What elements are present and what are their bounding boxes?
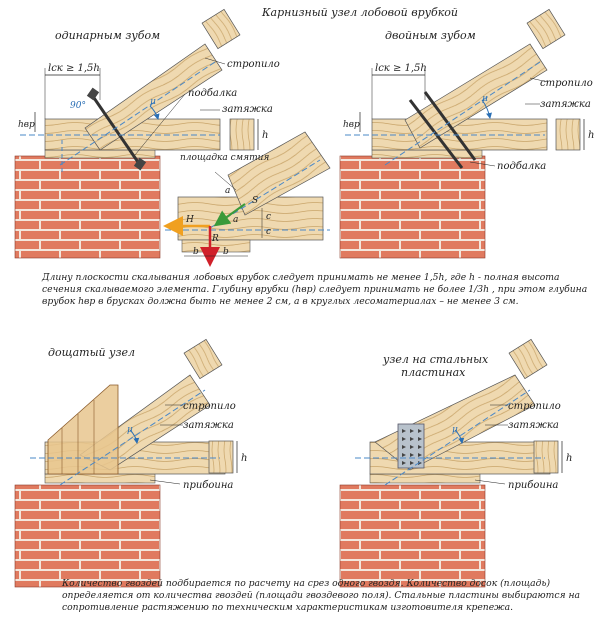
- steel-h-label: h: [566, 453, 572, 464]
- single-hvr-label: hвр: [18, 120, 35, 130]
- force-S-arrow: [213, 203, 246, 227]
- double-subbeam-label: подбалка: [497, 161, 546, 172]
- bolt-nut-bottom: [133, 157, 147, 171]
- detail-c2: c: [266, 227, 271, 237]
- double-hvr-label: hвр: [343, 120, 360, 130]
- double-rafter-label: стропило: [540, 78, 593, 89]
- bolt: [90, 94, 142, 166]
- panel-steel: узел на стальных пластинах μ h стропило …: [339, 338, 572, 588]
- brick-wall: [339, 155, 486, 259]
- single-mu-label: μ: [150, 97, 156, 107]
- rafter-section: [201, 8, 241, 50]
- steel-title-1: узел на стальных: [382, 353, 489, 366]
- detail-S: S: [252, 196, 258, 206]
- plate-teeth: [402, 429, 422, 465]
- steel-pad-label: прибоина: [508, 480, 558, 491]
- brick-wall: [339, 484, 486, 588]
- panel-detail: площадка смятия a a S H R c c b b: [163, 131, 331, 267]
- tie-section: [208, 440, 234, 474]
- main-title: Карнизный узел лобовой врубкой: [261, 6, 458, 19]
- double-lsk-label: lск ≥ 1,5h: [375, 63, 427, 74]
- detail-a1: a: [225, 186, 230, 196]
- detail-a2: a: [233, 215, 238, 225]
- detail-b1: b: [193, 247, 199, 257]
- tie-section: [555, 118, 581, 151]
- pad: [44, 473, 156, 484]
- single-rafter-label: стропило: [227, 59, 280, 70]
- board-tie-label: затяжка: [183, 420, 234, 431]
- double-h-label: h: [588, 130, 594, 141]
- single-tie-label: затяжка: [222, 104, 273, 115]
- detail-b2: b: [223, 247, 229, 257]
- sub-beam: [371, 149, 483, 159]
- bolt-2: [423, 91, 477, 161]
- board-title: дощатый узел: [48, 346, 135, 359]
- panel-single-tooth: одинарным зубом lск ≥ 1,5h 90° hвр h: [14, 8, 280, 259]
- board-pad-label: прибоина: [183, 480, 233, 491]
- tie-section: [229, 118, 255, 151]
- detail-R: R: [211, 234, 219, 244]
- rafter-section: [183, 338, 223, 380]
- rafter: [84, 43, 223, 151]
- double-mu-label: μ: [482, 94, 488, 104]
- rafter-section: [526, 8, 566, 50]
- steel-mu-label: μ: [452, 425, 458, 435]
- tie-section: [533, 440, 559, 474]
- rafter: [404, 43, 548, 149]
- bolt: [408, 99, 464, 169]
- note-top: Длину плоскости скалывания лобовых врубо…: [42, 272, 588, 307]
- panel-double-tooth: двойным зубом lск ≥ 1,5h hвр h μ стропил…: [339, 8, 594, 259]
- single-h-label: h: [262, 130, 268, 141]
- note-bottom: Количество гвоздей подбирается по расчет…: [62, 578, 581, 613]
- panel-board: дощатый узел μ h стропило затяжка прибои…: [14, 338, 247, 588]
- single-subbeam-label: подбалка: [188, 88, 237, 99]
- single-lsk-label: lск ≥ 1,5h: [48, 63, 100, 74]
- board-mu-label: μ: [127, 425, 133, 435]
- board-gusset: [47, 384, 119, 475]
- rafter-axis: [59, 61, 216, 166]
- brick-wall: [14, 484, 161, 588]
- double-title: двойным зубом: [385, 29, 476, 42]
- board-rafter-label: стропило: [183, 401, 236, 412]
- single-title: одинарным зубом: [55, 29, 160, 42]
- brick-wall: [14, 155, 161, 259]
- double-tie-label: затяжка: [540, 99, 591, 110]
- crush-area-label-1: площадка смятия: [180, 153, 269, 163]
- rafter-section: [508, 338, 548, 380]
- steel-tie-label: затяжка: [508, 420, 559, 431]
- detail-c1: c: [266, 212, 271, 222]
- detail-rafter: [227, 131, 331, 216]
- bolt-nut-top: [86, 87, 100, 101]
- single-angle-label: 90°: [70, 101, 86, 111]
- detail-H: H: [185, 215, 194, 225]
- steel-rafter-label: стропило: [508, 401, 561, 412]
- pad: [369, 473, 481, 484]
- steel-title-2: пластинах: [401, 366, 466, 379]
- board-h-label: h: [241, 453, 247, 464]
